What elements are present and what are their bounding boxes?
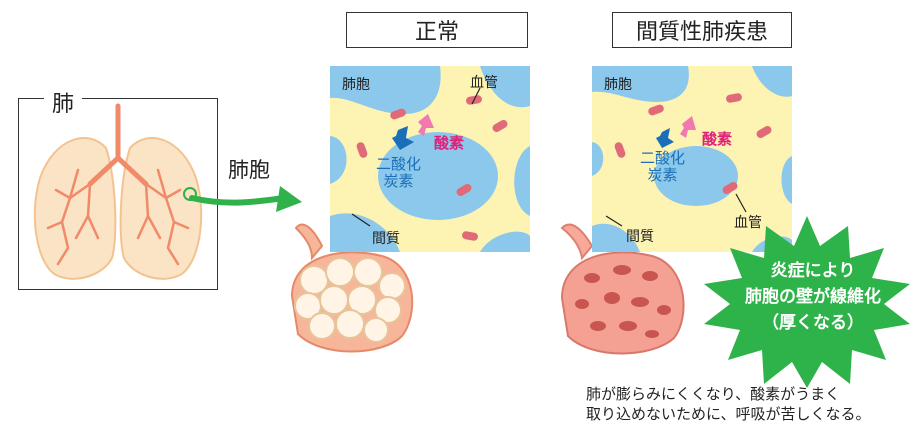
title-disease: 間質性肺疾患 (612, 12, 792, 48)
normal-vessel-text: 血管 (470, 75, 498, 91)
title-normal: 正常 (346, 12, 528, 48)
disease-interstitium-text: 間質 (626, 229, 654, 245)
normal-co2-text: 二酸化 炭素 (376, 155, 422, 190)
normal-alveolus-text: 肺胞 (342, 77, 370, 93)
lung-icon (33, 103, 203, 280)
disease-co2-text: 二酸化 炭素 (640, 149, 686, 184)
normal-interstitium-text: 間質 (372, 231, 400, 247)
burst-text: 炎症により 肺胞の壁が線維化 （厚くなる） (745, 261, 881, 333)
normal-zoom-panel (330, 66, 530, 252)
alveolus-label: 肺胞 (228, 158, 270, 182)
lung-frame (18, 98, 218, 290)
normal-oxygen-text: 酸素 (434, 134, 465, 152)
lung-label: 肺 (44, 86, 83, 118)
green-arrow-icon (189, 186, 302, 212)
disease-oxygen-text: 酸素 (702, 130, 733, 148)
alveoli-cluster-icon (290, 223, 414, 353)
caption: 肺が膨らみにくくなり、酸素がうまく 取り込めないために、呼吸が苦しくなる。 (586, 385, 871, 423)
fibrotic-alveoli-icon (560, 223, 685, 355)
disease-alveolus-text: 肺胞 (604, 77, 632, 93)
disease-zoom-panel (592, 66, 792, 252)
disease-vessel-text: 血管 (734, 215, 762, 231)
burst-icon (704, 216, 910, 388)
